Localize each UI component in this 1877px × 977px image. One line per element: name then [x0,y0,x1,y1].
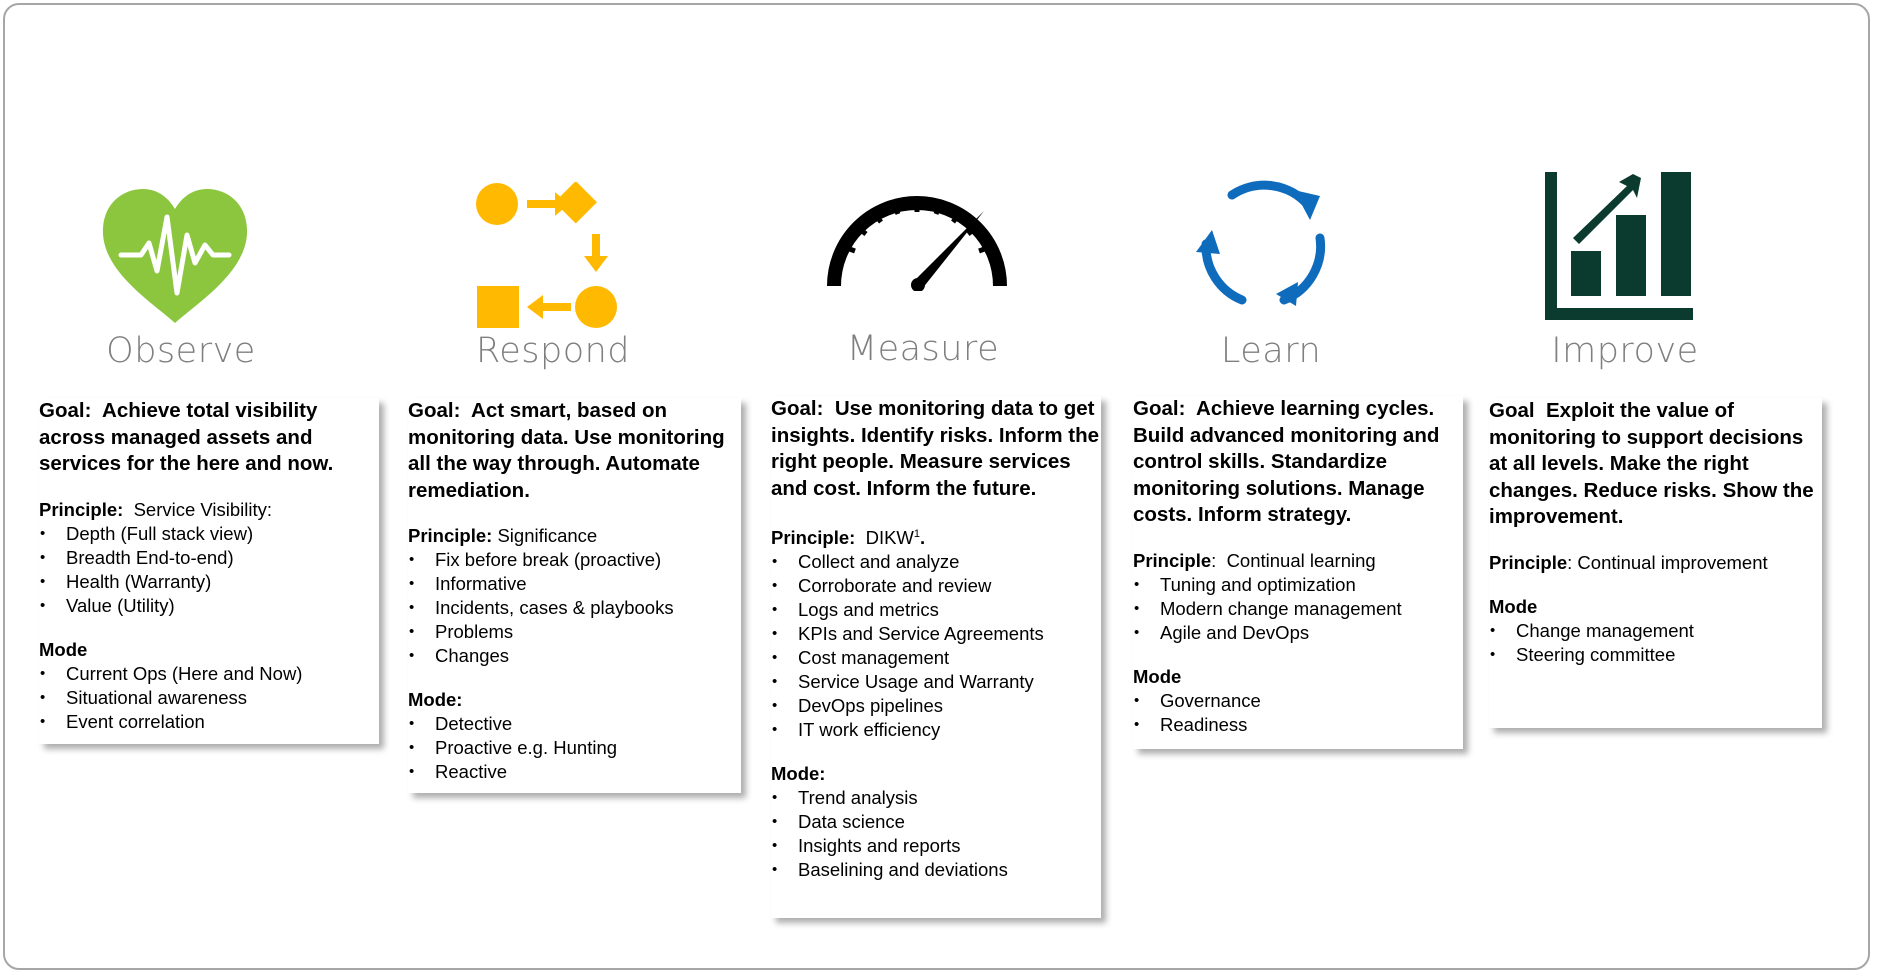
principle-label: Principle: Significance [408,525,598,546]
cycle-arrows-icon [1196,180,1326,306]
list-item: Informative [408,572,741,596]
list-item: Baselining and deviations [771,858,1101,882]
stage-card-observe: Goal: Achieve total visibility across ma… [39,398,379,744]
mode-label: Mode [39,638,88,660]
list-item: Collect and analyze [771,550,1101,574]
stage-card-learn: Goal: Achieve learning cycles. Build adv… [1133,396,1463,749]
goal-text: Goal: Achieve learning cycles. Build adv… [1133,397,1440,526]
heart-pulse-icon [102,189,248,323]
list-item: Proactive e.g. Hunting [408,736,741,760]
stage-card-respond: Goal: Act smart, based on monitoring dat… [408,398,741,793]
stage-title-measure: Measure [846,329,1000,369]
list-item: IT work efficiency [771,718,1101,742]
growth-chart-icon [1545,172,1693,320]
mode-list: Current Ops (Here and Now) Situational a… [39,662,379,734]
goal-text: Goal: Use monitoring data to get insight… [771,397,1100,500]
list-item: Service Usage and Warranty [771,670,1101,694]
list-item: Insights and reports [771,834,1101,858]
goal-text: Goal: Act smart, based on monitoring dat… [408,399,725,502]
principle-label: Principle: Continual learning [1133,549,1376,571]
mode-list: Detective Proactive e.g. Hunting Reactiv… [408,712,741,784]
list-item: Depth (Full stack view) [39,522,379,546]
gauge-icon [827,196,1007,291]
list-item: Event correlation [39,710,379,734]
diagram-frame [3,3,1870,970]
goal-text: Goal Exploit the value of monitoring to … [1489,399,1814,528]
mode-label: Mode [1489,595,1538,617]
list-item: DevOps pipelines [771,694,1101,718]
list-item: Change management [1489,619,1822,643]
flowchart-icon [476,182,617,328]
list-item: Incidents, cases & playbooks [408,596,741,620]
list-item: Health (Warranty) [39,570,379,594]
stage-title-improve: Improve [1551,331,1699,371]
mode-label: Mode: [408,689,463,710]
list-item: Breadth End-to-end) [39,546,379,570]
stage-card-improve: Goal Exploit the value of monitoring to … [1489,398,1822,728]
principle-list: Tuning and optimization Modern change ma… [1133,573,1463,645]
list-item: Detective [408,712,741,736]
mode-list: Trend analysis Data science Insights and… [771,786,1101,882]
mode-list: Governance Readiness [1133,689,1463,737]
mode-list: Change management Steering committee [1489,619,1822,667]
list-item: Situational awareness [39,686,379,710]
list-item: Value (Utility) [39,594,379,618]
list-item: Agile and DevOps [1133,621,1463,645]
list-item: Current Ops (Here and Now) [39,662,379,686]
principle-label: Principle: Continual improvement [1489,551,1768,573]
list-item: KPIs and Service Agreements [771,622,1101,646]
goal-text: Goal: Achieve total visibility across ma… [39,399,334,475]
list-item: Cost management [771,646,1101,670]
principle-list: Depth (Full stack view) Breadth End-to-e… [39,522,379,618]
list-item: Tuning and optimization [1133,573,1463,597]
list-item: Reactive [408,760,741,784]
list-item: Steering committee [1489,643,1822,667]
list-item: Problems [408,620,741,644]
list-item: Data science [771,810,1101,834]
mode-label: Mode: [771,763,826,785]
mode-label: Mode [1133,665,1182,687]
principle-list: Collect and analyze Corroborate and revi… [771,550,1101,742]
principle-label: Principle: DIKW1. [771,527,926,549]
list-item: Logs and metrics [771,598,1101,622]
stage-title-learn: Learn [1220,331,1322,371]
list-item: Fix before break (proactive) [408,548,741,572]
list-item: Governance [1133,689,1463,713]
list-item: Modern change management [1133,597,1463,621]
stage-title-respond: Respond [475,331,631,371]
list-item: Changes [408,644,741,668]
list-item: Trend analysis [771,786,1101,810]
list-item: Corroborate and review [771,574,1101,598]
stage-title-observe: Observe [106,331,256,371]
stage-card-measure: Goal: Use monitoring data to get insight… [771,396,1101,918]
list-item: Readiness [1133,713,1463,737]
principle-list: Fix before break (proactive) Informative… [408,548,741,668]
principle-label: Principle: Service Visibility: [39,498,273,520]
